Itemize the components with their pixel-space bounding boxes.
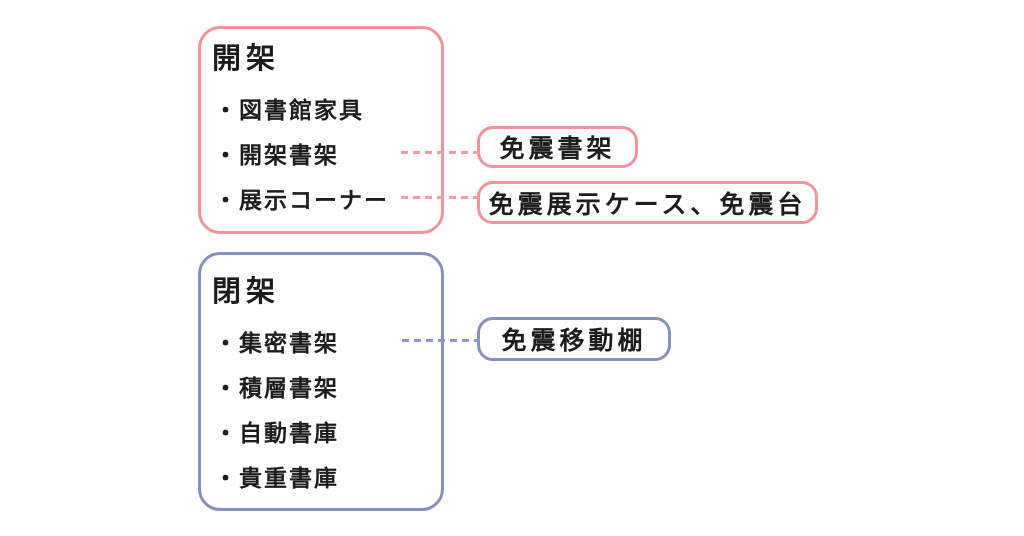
list-item-rare-book-vault: ・貴重書庫 xyxy=(214,465,339,492)
open-stacks-box: 開架 ・図書館家具 ・開架書架 ・展示コーナー xyxy=(198,26,444,234)
list-item-multitier-shelving: ・積層書架 xyxy=(214,375,339,402)
callout-isolated-display-case-label: 免震展示ケース、免震台 xyxy=(488,189,807,219)
closed-stacks-title: 閉架 xyxy=(212,274,281,308)
list-item-compact-shelving: ・集密書架 xyxy=(214,330,339,357)
callout-isolated-mobile-shelf-label: 免震移動棚 xyxy=(501,326,647,355)
connector-compact-shelving-to-isolated-mobile xyxy=(402,339,480,342)
open-stacks-title: 開架 xyxy=(212,41,281,75)
callout-isolated-bookshelf-label: 免震書架 xyxy=(499,134,616,163)
list-item-display-corner: ・展示コーナー xyxy=(214,187,389,214)
open-stacks-list: ・図書館家具 ・開架書架 ・展示コーナー xyxy=(201,85,441,220)
callout-isolated-display-case: 免震展示ケース、免震台 xyxy=(477,181,818,224)
list-item-library-furniture: ・図書館家具 xyxy=(214,97,364,124)
list-item-automated-storage: ・自動書庫 xyxy=(214,420,339,447)
connector-display-corner-to-isolated-display xyxy=(401,196,480,199)
connector-open-shelving-to-isolated-shelf xyxy=(401,151,480,154)
list-item-open-shelving: ・開架書架 xyxy=(214,142,339,169)
closed-stacks-box: 閉架 ・集密書架 ・積層書架 ・自動書庫 ・貴重書庫 xyxy=(198,252,444,511)
closed-stacks-list: ・集密書架 ・積層書架 ・自動書庫 ・貴重書庫 xyxy=(201,318,441,498)
callout-isolated-bookshelf: 免震書架 xyxy=(477,126,638,168)
callout-isolated-mobile-shelf: 免震移動棚 xyxy=(477,317,671,361)
